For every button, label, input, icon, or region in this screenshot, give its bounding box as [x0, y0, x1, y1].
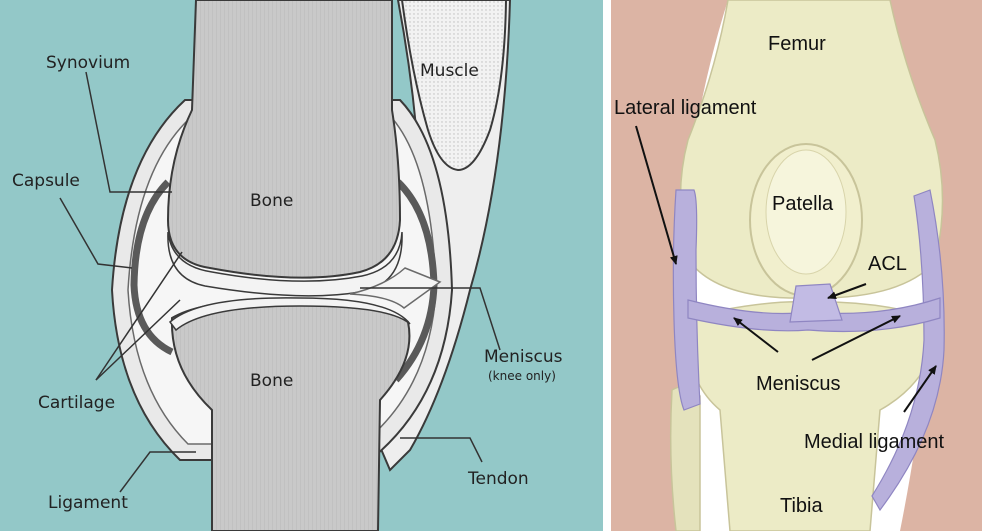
synovial-joint-diagram: Synovium Muscle Capsule Bone Bone Menisc… — [0, 0, 603, 531]
lateral-ligament-label: Lateral ligament — [614, 97, 757, 119]
tendon-label: Tendon — [467, 469, 529, 489]
patella-label: Patella — [772, 193, 834, 215]
synovium-label: Synovium — [46, 53, 130, 73]
femur-label: Femur — [768, 33, 826, 55]
upper-bone — [168, 0, 400, 278]
cartilage-label: Cartilage — [38, 393, 115, 413]
muscle-label: Muscle — [420, 61, 479, 81]
knee-only-label: (knee only) — [488, 369, 556, 383]
upper-bone-label: Bone — [250, 191, 293, 211]
acl-label: ACL — [868, 253, 907, 275]
tibia-label: Tibia — [780, 495, 823, 517]
medial-ligament-label: Medial ligament — [804, 431, 945, 453]
knee-anatomy-illustration: Femur Lateral ligament Patella ACL Menis… — [611, 0, 990, 531]
meniscus-label-right: Meniscus — [756, 373, 840, 395]
ligament-label: Ligament — [48, 493, 128, 513]
meniscus-label: Meniscus — [484, 347, 563, 367]
capsule-label: Capsule — [12, 171, 80, 191]
lower-bone-label: Bone — [250, 371, 293, 391]
lateral-ligament-shape — [673, 190, 700, 410]
